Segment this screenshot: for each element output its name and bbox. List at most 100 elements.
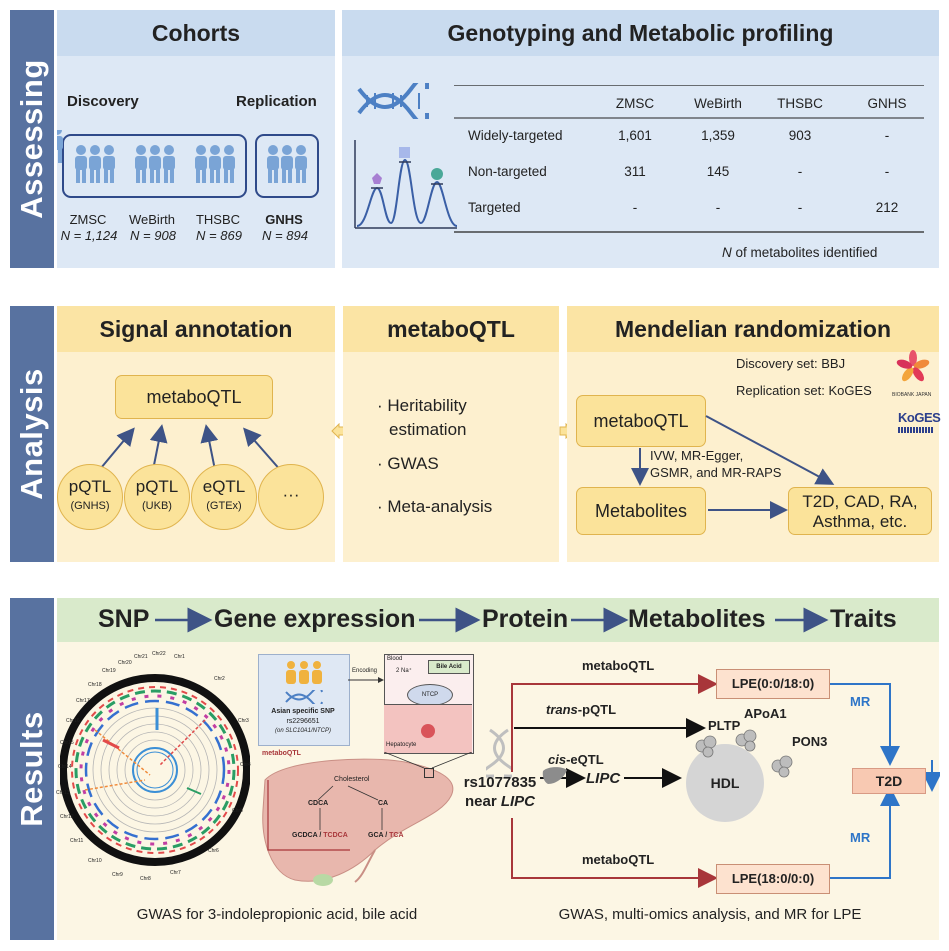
mr-arrows <box>631 415 835 519</box>
flow-snp: SNP <box>98 605 150 633</box>
bile-acid-box: Bile Acid <box>428 660 470 674</box>
path-top-label: metaboQTL <box>582 658 655 673</box>
protein-blobs <box>695 729 793 778</box>
eqtl-gtex-circle: eQTL (GTEx) <box>191 464 257 530</box>
snp-card <box>258 654 350 746</box>
chr-label-14: Chr14 <box>58 764 72 770</box>
encoding-label: Encoding <box>352 668 378 674</box>
footnote-rest: of metabolites identified <box>731 245 878 260</box>
lpe-top-box: LPE(0:0/18:0) <box>716 669 830 699</box>
cohort-people-illustration <box>57 130 319 198</box>
nucleus <box>421 724 435 738</box>
chr-label-22: Chr22 <box>152 651 166 657</box>
row-widely-label: Widely-targeted <box>468 128 563 143</box>
pqtl-gnhs-circle: pQTL (GNHS) <box>57 464 123 530</box>
apoa1-label: APoA1 <box>744 706 787 721</box>
encoding-arrow <box>348 677 384 683</box>
chr-label-7: Chr7 <box>170 870 181 876</box>
cis-rest: -eQTL <box>566 752 604 767</box>
mr-metaboqtl-box: metaboQTL <box>576 395 706 447</box>
metaboqtl-red-label: metaboQTL <box>262 750 301 757</box>
cohorts-title: Cohorts <box>57 10 335 56</box>
assessing-label: Assessing <box>14 59 49 219</box>
eqtl-gtex-label: eQTL <box>202 477 246 496</box>
cholesterol-label: Cholesterol <box>334 776 370 783</box>
zoom-lines <box>384 752 473 769</box>
row-widely-zmsc: 1,601 <box>618 128 652 143</box>
row-targeted-label: Targeted <box>468 200 521 215</box>
tca-text: TCA <box>389 832 404 839</box>
row-targeted-thsbc: - <box>797 200 803 215</box>
caption-right: GWAS, multi-omics analysis, and MR for L… <box>558 906 862 923</box>
pon3-label: PON3 <box>792 734 828 749</box>
chr-label-19: Chr19 <box>102 668 116 674</box>
chr-label-4: Chr4 <box>240 762 251 768</box>
mr-bottom-label: MR <box>850 830 871 845</box>
biobank-logo-text: BIOBANK JAPAN <box>892 392 932 398</box>
bullet-meta: · Meta-analysis <box>377 497 493 516</box>
chr-label-21: Chr21 <box>134 654 148 660</box>
signal-title: Signal annotation <box>57 306 335 352</box>
col-zmsc: ZMSC <box>615 96 655 111</box>
bullet-heritability: · Heritability <box>377 396 467 415</box>
path-cis-label: cis-eQTL <box>548 752 604 767</box>
flow-gene-expression: Gene expression <box>214 605 416 633</box>
chromatogram-icon <box>354 140 458 229</box>
caption-left: GWAS for 3-indolepropionic acid, bile ac… <box>136 906 418 923</box>
flow-traits: Traits <box>830 605 897 633</box>
bullet-estimation: estimation <box>389 420 467 439</box>
cis-italic: cis <box>548 752 567 767</box>
replication-label: Replication <box>236 93 317 110</box>
t2d-box: T2D <box>852 768 926 794</box>
chr-label-2: Chr2 <box>214 676 225 682</box>
near-text: near <box>464 793 501 810</box>
pltp-label: PLTP <box>708 718 741 733</box>
na-label: 2 Na⁺ <box>396 668 412 674</box>
row-widely-thsbc: 903 <box>788 128 812 143</box>
trans-rest: -pQTL <box>577 702 617 717</box>
pqtl-gnhs-sub: (GNHS) <box>70 500 110 512</box>
circos-plot <box>60 674 250 866</box>
dna-small-icon <box>285 690 323 704</box>
row-targeted-gnhs: 212 <box>875 200 899 215</box>
row-nontargeted-gnhs: - <box>884 164 890 179</box>
more-label: ··· <box>282 485 300 504</box>
pqtl-ukb-label: pQTL <box>135 477 179 496</box>
chr-label-13: Chr13 <box>56 790 70 796</box>
pqtl-ukb-circle: pQTL (UKB) <box>124 464 190 530</box>
near-gene: LIPC <box>500 793 536 810</box>
chr-label-16: Chr16 <box>66 718 80 724</box>
rs1077835-line2: near LIPC <box>460 793 540 810</box>
mr-top-label: MR <box>850 694 871 709</box>
replication-set: Replication set: KoGES <box>736 383 872 398</box>
chr-label-8: Chr8 <box>140 876 151 882</box>
liver-illustration <box>262 758 454 886</box>
traits-line2: Asthma, etc. <box>812 512 908 531</box>
gca-label: GCA / TCA <box>368 832 404 839</box>
cohort-thsbc-n: N = 869 <box>196 228 242 243</box>
genotyping-title: Genotyping and Metabolic profiling <box>342 10 939 56</box>
chr-label-1: Chr1 <box>174 654 185 660</box>
footnote-italic: N <box>722 245 732 260</box>
hdl-circle: HDL <box>686 744 764 822</box>
chr-label-10: Chr10 <box>88 858 102 864</box>
blood-label: Blood <box>387 656 403 662</box>
chr-label-17: Chr17 <box>76 698 90 704</box>
path-arrows <box>511 674 940 888</box>
row-widely-gnhs: - <box>884 128 890 143</box>
traits-line1: T2D, CAD, RA, <box>802 492 918 511</box>
chr-label-15: Chr15 <box>60 740 74 746</box>
cdca-label: CDCA <box>308 800 329 807</box>
row-nontargeted-zmsc: 311 <box>624 164 646 179</box>
zoom-square <box>424 768 434 778</box>
path-bottom-label: metaboQTL <box>582 852 655 867</box>
row-nontargeted-webirth: 145 <box>706 164 730 179</box>
pqtl-ukb-sub: (UKB) <box>142 500 172 512</box>
chr-label-5: Chr5 <box>232 808 243 814</box>
path-trans-label: trans-pQTL <box>546 702 616 717</box>
hepatocyte-label: Hepatocyte <box>386 742 417 748</box>
gca-text: GCA / <box>368 832 390 839</box>
bile-pathway-arrows <box>267 780 383 851</box>
row-targeted-zmsc: - <box>632 200 638 215</box>
tcdca-text: TCDCA <box>323 832 348 839</box>
